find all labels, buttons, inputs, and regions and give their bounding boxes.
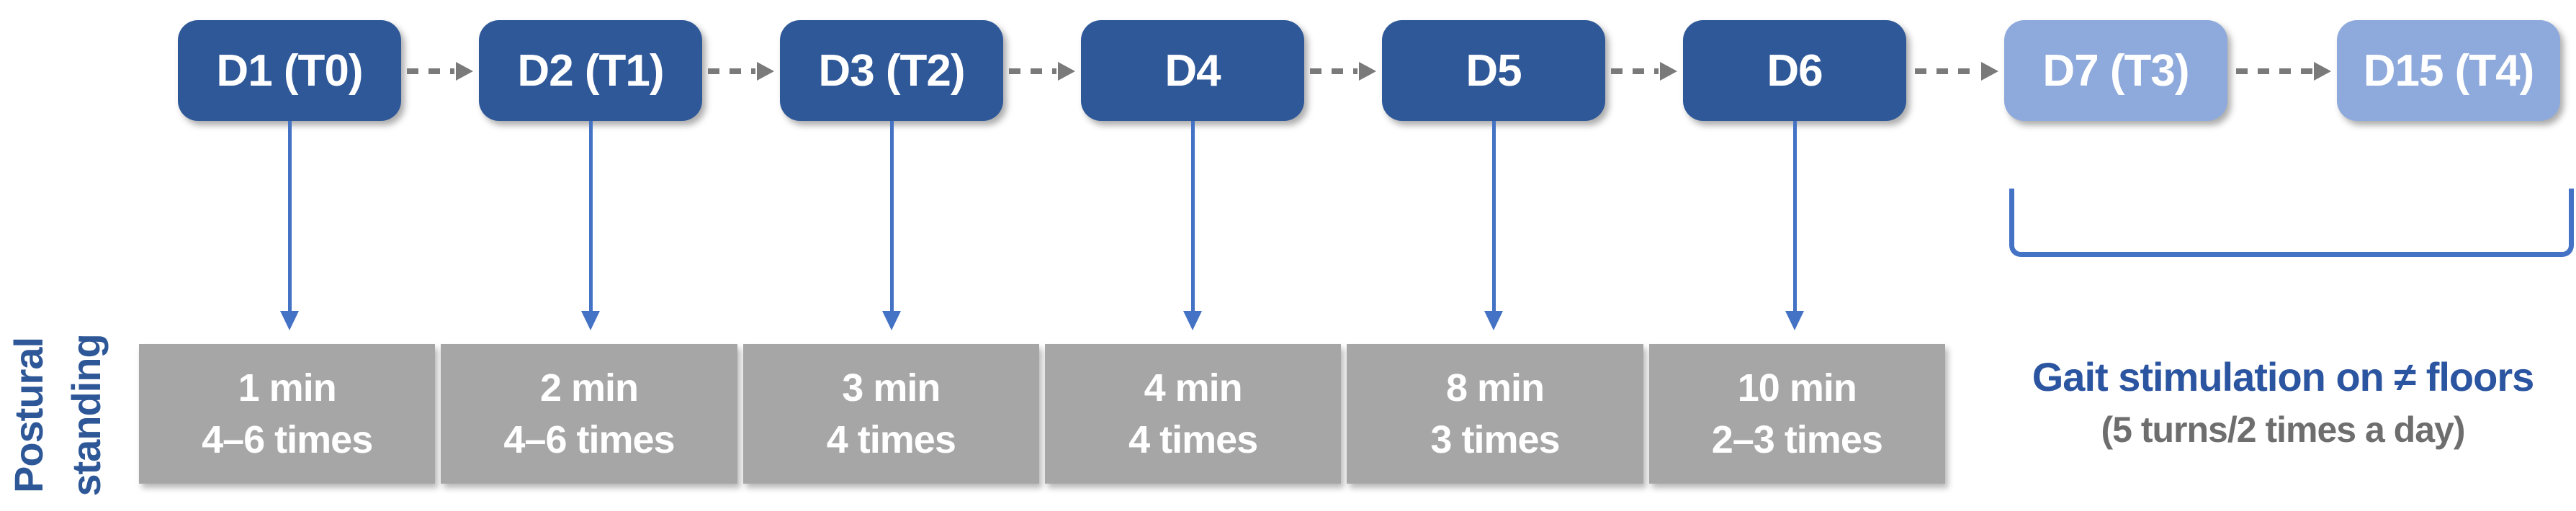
dose-cell-d2: 2 min 4–6 times [441, 344, 737, 484]
row-label-postural-standing: Postural standing [0, 318, 122, 511]
timeline-box-d5: D5 [1382, 20, 1605, 121]
timeline-box-label: D3 (T2) [818, 45, 965, 96]
dose-frequency: 4–6 times [202, 418, 373, 461]
timeline-box-label: D4 [1164, 45, 1221, 96]
timeline-box-d3: D3 (T2) [780, 20, 1003, 121]
dashed-arrow-icon [2236, 61, 2331, 81]
down-arrow-icon [1785, 121, 1804, 330]
gait-note-title: Gait stimulation on ≠ floors [2032, 354, 2535, 399]
arrowhead-icon [1981, 62, 1998, 81]
dose-duration: 1 min [238, 366, 337, 410]
arrowhead-icon [1660, 62, 1677, 81]
dose-frequency: 2–3 times [1711, 418, 1883, 461]
timeline-box-label: D7 (T3) [2042, 45, 2189, 96]
grouping-bracket-icon [2009, 189, 2574, 257]
dashed-arrow-icon [1915, 61, 1998, 81]
dose-frequency: 3 times [1430, 418, 1560, 461]
dashed-arrow-icon [407, 61, 473, 81]
dose-frequency: 4 times [826, 418, 956, 461]
dashed-arrow-icon [1310, 61, 1376, 81]
timeline-box-d1: D1 (T0) [178, 20, 401, 121]
arrowhead-icon [1359, 62, 1376, 81]
timeline-box-d4: D4 [1081, 20, 1304, 121]
dashed-line [1611, 68, 1659, 74]
row-label-line2: standing [63, 334, 109, 497]
down-arrow-icon [882, 121, 901, 330]
dose-cell-d1: 1 min 4–6 times [139, 344, 436, 484]
gait-stimulation-note: Gait stimulation on ≠ floors (5 turns/2 … [1988, 354, 2576, 450]
dashed-line [708, 68, 755, 74]
timeline-box-d7: D7 (T3) [2004, 20, 2227, 121]
dashed-arrow-icon [1009, 61, 1075, 81]
timeline-box-label: D2 (T1) [517, 45, 664, 96]
dose-frequency: 4 times [1128, 418, 1258, 461]
dose-cell-d3: 3 min 4 times [742, 344, 1039, 484]
down-arrow-icon [1183, 121, 1202, 330]
dose-cell-d5: 8 min 3 times [1347, 344, 1643, 484]
dose-cell-d4: 4 min 4 times [1044, 344, 1342, 484]
gait-note-subtitle: (5 turns/2 times a day) [2101, 410, 2466, 451]
arrowhead-icon [2314, 62, 2331, 81]
postural-standing-row: 1 min 4–6 times 2 min 4–6 times 3 min 4 … [139, 344, 1945, 484]
down-arrow-icon [280, 121, 299, 330]
dashed-arrow-icon [708, 61, 774, 81]
dashed-line [1009, 68, 1056, 74]
timeline-box-label: D15 (T4) [2363, 45, 2535, 96]
arrowhead-icon [757, 62, 774, 81]
dose-duration: 8 min [1445, 366, 1545, 410]
row-label-line1: Postural [6, 337, 51, 494]
down-arrow-icon [581, 121, 600, 330]
dashed-line [2236, 68, 2312, 74]
dose-frequency: 4–6 times [503, 418, 675, 461]
timeline-box-d2: D2 (T1) [479, 20, 702, 121]
dose-duration: 2 min [539, 366, 639, 410]
dashed-line [1310, 68, 1357, 74]
down-arrow-icon [1484, 121, 1503, 330]
timeline-box-label: D1 (T0) [216, 45, 363, 96]
timeline-box-label: D5 [1466, 45, 1522, 96]
timeline-box-d15: D15 (T4) [2337, 20, 2560, 121]
dose-cell-d6: 10 min 2–3 times [1648, 344, 1945, 484]
dose-duration: 4 min [1144, 366, 1243, 410]
timeline-box-label: D6 [1767, 45, 1823, 96]
dashed-line [1915, 68, 1980, 74]
arrowhead-icon [1058, 62, 1075, 81]
dashed-line [407, 68, 454, 74]
dose-duration: 10 min [1737, 366, 1857, 410]
timeline-box-d6: D6 [1683, 20, 1906, 121]
dose-duration: 3 min [842, 366, 941, 410]
dashed-arrow-icon [1611, 61, 1677, 81]
arrowhead-icon [456, 62, 473, 81]
